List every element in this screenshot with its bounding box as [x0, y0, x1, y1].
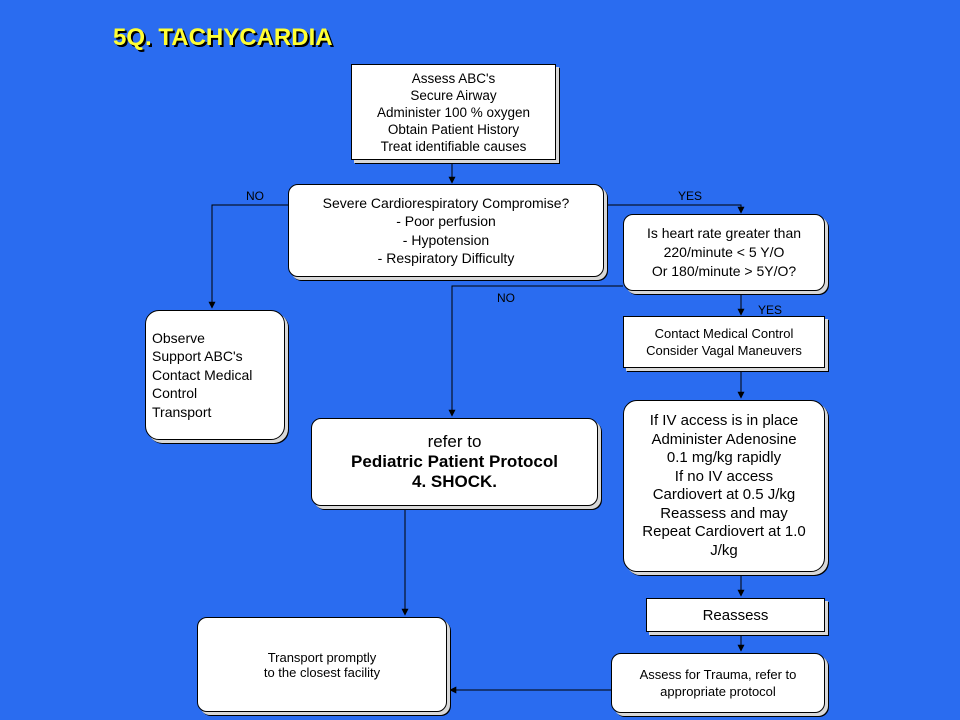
- node-line: Transport promptly: [267, 649, 377, 665]
- node-line: Observe: [152, 329, 205, 346]
- node-line: Transport: [152, 403, 212, 420]
- page-title: 5Q. TACHYCARDIA: [113, 24, 333, 51]
- edge-compromise-yes-to-heart-rate: [604, 204, 745, 214]
- node-line: If IV access is in place: [649, 412, 799, 429]
- node-line: Consider Vagal Maneuvers: [646, 343, 802, 358]
- node-line: Assess for Trauma, refer to: [639, 667, 797, 682]
- label-compromise-no: NO: [246, 189, 264, 203]
- node-line: Contact Medical: [152, 366, 253, 383]
- node-line: Obtain Patient History: [387, 121, 520, 137]
- node-line: 220/minute < 5 Y/O: [663, 244, 785, 260]
- compromise-decision-box: Severe Cardiorespiratory Compromise? - Po…: [288, 184, 604, 277]
- node-line: Administer Adenosine: [651, 430, 797, 448]
- node-line: 4. SHOCK.: [411, 472, 498, 491]
- node-line: Treat identifiable causes: [380, 138, 527, 154]
- trauma-box: Assess for Trauma, refer to appropriate p…: [611, 653, 825, 713]
- node-line: to the closest facility: [263, 664, 381, 680]
- heart-rate-decision-box: Is heart rate greater than 220/minute < 5…: [623, 214, 825, 291]
- node-line: J/kg: [710, 541, 738, 559]
- node-line: Repeat Cardiovert at 1.0: [642, 523, 806, 540]
- label-compromise-yes: YES: [678, 189, 703, 203]
- edge-heart-rate-no-to-shock: [448, 285, 623, 417]
- node-line: 0.1 mg/kg rapidly: [666, 449, 782, 466]
- node-line: Pediatric Patient Protocol: [351, 452, 558, 471]
- node-line: Support ABC's: [152, 348, 243, 365]
- node-line: Assess ABC's: [411, 70, 496, 86]
- node-line: Reassess and may: [660, 504, 788, 522]
- node-line: Cardiovert at 0.5 J/kg: [652, 486, 796, 503]
- node-line: Secure Airway: [410, 87, 497, 103]
- edge-compromise-no-to-observe: [208, 204, 288, 309]
- node-line: Is heart rate greater than: [646, 225, 802, 241]
- node-line: refer to: [427, 432, 482, 451]
- reassess-box: Reassess: [646, 598, 825, 632]
- node-line: - Hypotension: [402, 231, 490, 248]
- node-line: Or 180/minute > 5Y/O?: [651, 263, 797, 279]
- label-heart-rate-yes: YES: [758, 303, 783, 317]
- node-line: - Poor perfusion: [396, 213, 496, 229]
- node-line: Administer 100 % oxygen: [376, 104, 531, 120]
- node-line: Reassess: [702, 606, 769, 624]
- node-line: Contact Medical Control: [654, 326, 794, 341]
- node-line: Control: [152, 385, 198, 402]
- node-line: - Respiratory Difficulty: [377, 250, 515, 266]
- label-heart-rate-no: NO: [497, 291, 515, 305]
- node-line: Severe Cardiorespiratory Compromise?: [322, 194, 570, 211]
- node-line: appropriate protocol: [660, 684, 776, 699]
- node-line: If no IV access: [674, 467, 774, 485]
